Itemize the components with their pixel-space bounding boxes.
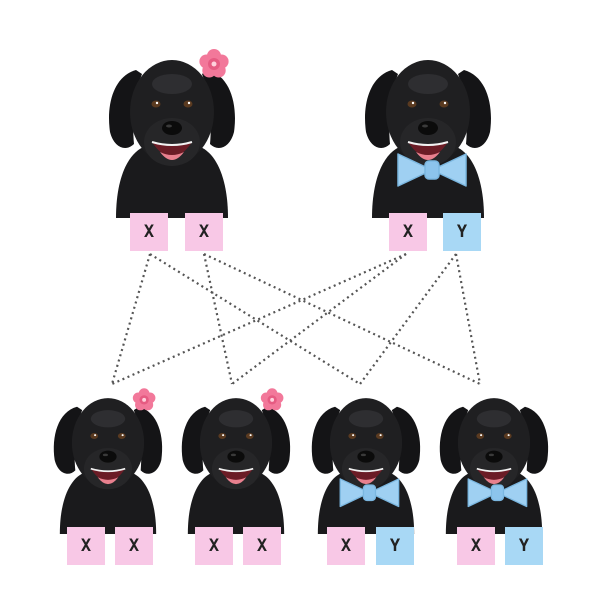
offspring-2-chromosome-2: X (243, 527, 281, 565)
offspring-1-chromosome-1: X (67, 527, 105, 565)
inheritance-line (203, 253, 481, 385)
inheritance-line (359, 253, 457, 385)
offspring-2 (180, 388, 292, 535)
offspring-3-chromosome-1: X (327, 527, 365, 565)
offspring-1-chromosome-2: X (115, 527, 153, 565)
parent-female (108, 49, 236, 219)
dog-head-icon (108, 59, 236, 219)
dog-head-icon (364, 59, 492, 219)
offspring-4 (438, 397, 550, 535)
dog-head-icon (180, 397, 292, 535)
offspring-2-chromosome-1: X (195, 527, 233, 565)
flower-icon (260, 388, 284, 411)
inheritance-line (231, 253, 407, 385)
parent-male (364, 59, 492, 219)
inheritance-line (110, 253, 152, 385)
offspring-3-chromosome-2: Y (376, 527, 414, 565)
dog-head-icon (52, 397, 164, 535)
flower-icon (199, 49, 229, 78)
dog-head-icon (310, 397, 422, 535)
inheritance-line (149, 253, 361, 385)
offspring-4-chromosome-1: X (457, 527, 495, 565)
offspring-4-chromosome-2: Y (505, 527, 543, 565)
flower-icon (132, 388, 156, 411)
parent-male-chromosome-1: X (389, 213, 427, 251)
parent-female-chromosome-2: X (185, 213, 223, 251)
offspring-1 (52, 388, 164, 535)
offspring-3 (310, 397, 422, 535)
dog-head-icon (438, 397, 550, 535)
inheritance-line (202, 253, 234, 385)
inheritance-line (111, 252, 407, 386)
parent-female-chromosome-1: X (130, 213, 168, 251)
inheritance-line (454, 253, 482, 385)
parent-male-chromosome-2: Y (443, 213, 481, 251)
inheritance-lines (110, 252, 482, 386)
